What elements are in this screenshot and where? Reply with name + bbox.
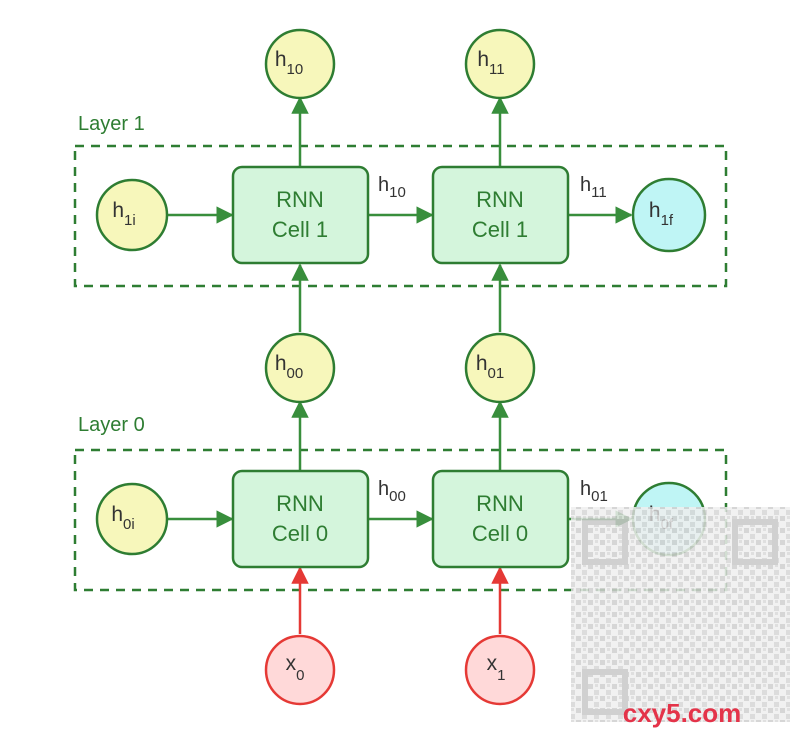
node-h0i: h0i <box>95 482 169 556</box>
node-h10: h10 <box>264 28 336 100</box>
svg-text:h01: h01 <box>476 352 504 382</box>
svg-text:Cell 1: Cell 1 <box>472 217 528 242</box>
svg-text:h11: h11 <box>477 48 504 78</box>
svg-text:x0: x0 <box>286 652 305 684</box>
svg-text:RNN: RNN <box>276 491 324 516</box>
svg-text:h1i: h1i <box>112 199 135 229</box>
watermark-qr <box>571 507 790 722</box>
node-h00: h00 <box>264 332 336 404</box>
rnn-cell-1-step-1: RNN Cell 1 <box>431 165 570 265</box>
node-x0: x0 <box>264 634 336 706</box>
layer-0-label: Layer 0 <box>78 414 145 436</box>
layer-1-edges <box>168 96 633 332</box>
svg-text:x1: x1 <box>487 652 506 684</box>
node-h01: h01 <box>464 332 536 404</box>
layer-1-box <box>73 144 728 288</box>
svg-text:h10: h10 <box>275 48 303 78</box>
edge-label-h00: h00 <box>378 478 406 505</box>
layer-1-label: Layer 1 <box>78 113 145 135</box>
rnn-cell-0-step-1: RNN Cell 0 <box>431 469 570 569</box>
edge-label-h10: h10 <box>378 174 406 201</box>
svg-text:Cell 1: Cell 1 <box>272 217 328 242</box>
edge-label-h01: h01 <box>580 478 608 505</box>
node-x1: x1 <box>464 634 536 706</box>
node-h11: h11 <box>464 28 536 100</box>
svg-text:RNN: RNN <box>476 187 524 212</box>
svg-text:Cell 0: Cell 0 <box>272 521 328 546</box>
svg-text:h1f: h1f <box>649 199 674 229</box>
layer-1-group: Layer 1 <box>73 113 728 288</box>
node-h1i: h1i <box>95 178 169 252</box>
svg-text:RNN: RNN <box>276 187 324 212</box>
svg-text:Cell 0: Cell 0 <box>472 521 528 546</box>
rnn-cell-1-step-0: RNN Cell 1 <box>231 165 370 265</box>
svg-text:h0i: h0i <box>111 503 134 533</box>
svg-text:RNN: RNN <box>476 491 524 516</box>
watermark: cxy5.com <box>571 507 790 728</box>
watermark-text: cxy5.com <box>623 698 742 728</box>
edge-label-h11: h11 <box>580 174 607 201</box>
node-h1f: h1f <box>631 177 707 253</box>
rnn-cell-0-step-0: RNN Cell 0 <box>231 469 370 569</box>
svg-text:h00: h00 <box>275 352 303 382</box>
